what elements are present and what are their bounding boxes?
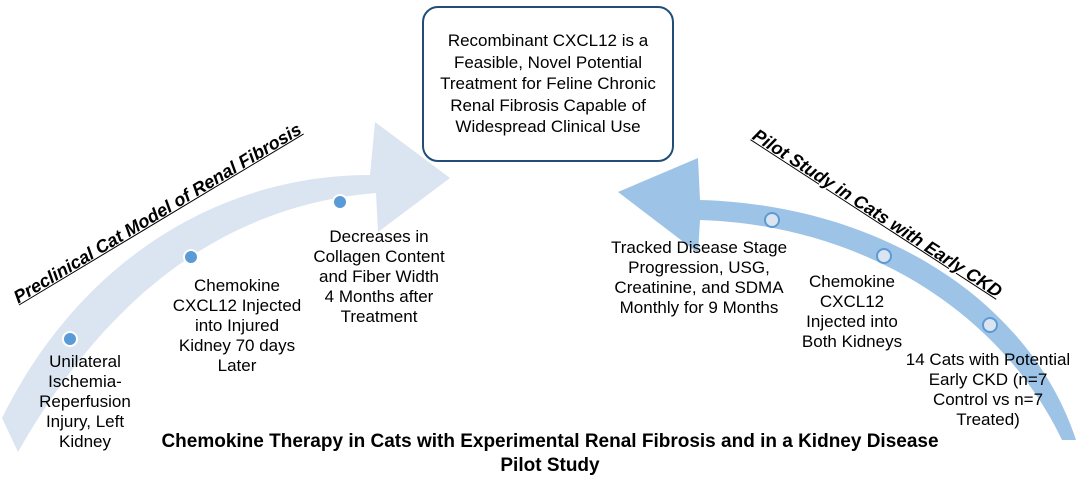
right-step-2: Chemokine CXCL12 Injected into Both Kidn… (801, 272, 903, 351)
step-dot-right-2 (876, 248, 892, 264)
step-dot-right-1 (982, 317, 998, 333)
step-dot-right-3 (764, 212, 780, 228)
diagram-caption: Chemokine Therapy in Cats with Experimen… (161, 431, 939, 476)
conclusion-box: Recombinant CXCL12 is a Feasible, Novel … (422, 6, 674, 162)
right-step-1: 14 Cats with Potential Early CKD (n=7 Co… (905, 350, 1071, 429)
left-step-3: Decreases in Collagen Content and Fiber … (313, 227, 445, 326)
step-dot-left-3 (332, 194, 348, 210)
right-curved-arrow (618, 158, 1076, 440)
right-step-3: Tracked Disease Stage Progression, USG, … (610, 238, 788, 317)
left-step-1: Unilateral Ischemia-Reperfusion Injury, … (39, 352, 131, 451)
conclusion-text: Recombinant CXCL12 is a Feasible, Novel … (440, 31, 656, 137)
left-curved-arrow (2, 122, 450, 452)
step-dot-left-1 (62, 331, 78, 347)
step-dot-left-2 (183, 249, 199, 265)
left-step-2: Chemokine CXCL12 Injected into Injured K… (172, 276, 302, 375)
